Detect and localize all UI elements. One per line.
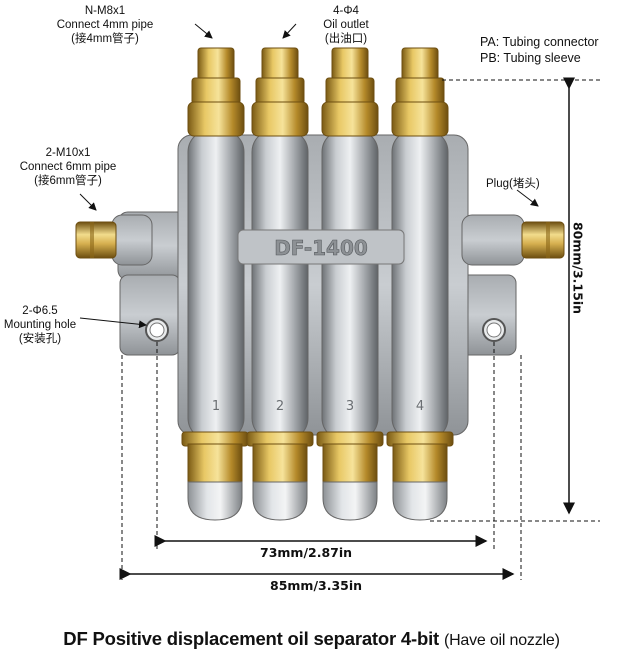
plug-icon bbox=[461, 214, 565, 266]
mounting-hole-icon bbox=[482, 318, 506, 342]
hole-spacing-dimension: 73mm/2.87in bbox=[260, 545, 353, 560]
mounting-hole-label: 2-Φ6.5 Mounting hole (安装孔) bbox=[3, 305, 77, 345]
top-fitting bbox=[391, 47, 449, 137]
oil-nozzle bbox=[181, 431, 249, 521]
nameplate: DF-1400 bbox=[237, 229, 405, 265]
column-1 bbox=[187, 129, 245, 441]
caption-paren: (Have oil nozzle) bbox=[443, 632, 560, 649]
oil-outlet-label: 4-Φ4 Oil outlet (出油口) bbox=[323, 5, 369, 45]
column-3 bbox=[321, 129, 379, 441]
legend: PA: Tubing connector PB: Tubing sleeve bbox=[480, 35, 599, 65]
callout-arrows bbox=[79, 23, 539, 329]
port-number: 3 bbox=[346, 399, 354, 414]
top-fitting bbox=[321, 47, 379, 137]
plug-label: Plug(堵头) bbox=[486, 178, 540, 190]
port-number: 4 bbox=[416, 399, 424, 414]
port-number: 1 bbox=[212, 399, 220, 414]
port-number: 2 bbox=[276, 399, 284, 414]
column-4 bbox=[391, 129, 449, 441]
caption-main: DF Positive displacement oil separator 4… bbox=[63, 628, 439, 649]
left-side-port bbox=[75, 214, 153, 266]
caption: DF Positive displacement oil separator 4… bbox=[0, 628, 623, 650]
height-dimension: 80mm/3.15in bbox=[570, 221, 586, 315]
mounting-hole-icon bbox=[145, 318, 169, 342]
manifold-body bbox=[117, 134, 517, 436]
oil-nozzle bbox=[316, 431, 384, 521]
column-2 bbox=[251, 129, 309, 441]
inlet-pipe-label: N-M8x1 Connect 4mm pipe (接4mm管子) bbox=[56, 5, 154, 45]
side-pipe-label: 2-M10x1 Connect 6mm pipe (接6mm管子) bbox=[19, 147, 117, 187]
body-marking: DF-1400 bbox=[274, 236, 368, 260]
top-fitting bbox=[251, 47, 309, 137]
dimension-lines bbox=[119, 77, 600, 580]
oil-nozzle bbox=[386, 431, 454, 521]
oil-nozzle bbox=[246, 431, 314, 521]
width-dimension: 85mm/3.35in bbox=[270, 578, 363, 593]
top-fitting bbox=[187, 47, 245, 137]
